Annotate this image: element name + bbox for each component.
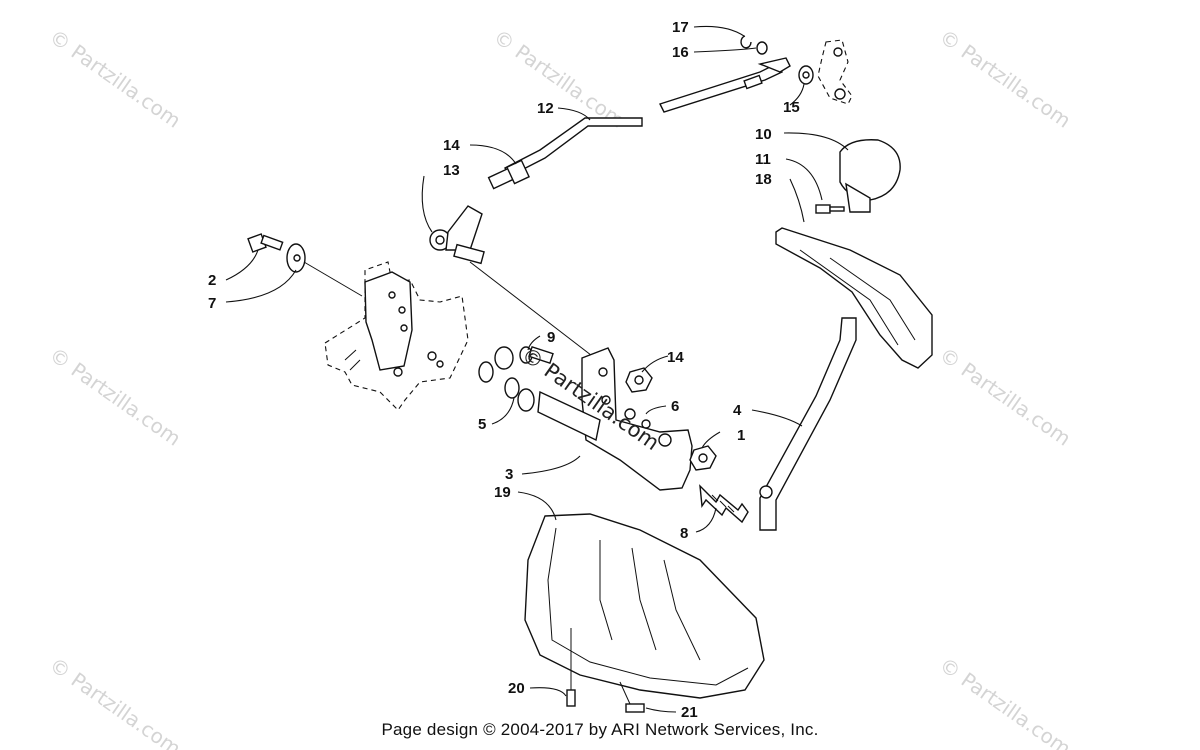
e-clip [740,35,752,49]
frame-bracket [324,261,469,411]
callout-6: 6 [671,398,679,415]
lock-nut [689,445,717,471]
jam-nut [487,159,530,190]
shift-boot [775,227,933,369]
callout-20: 20 [508,680,525,697]
watermark: © Partzilla.com [45,24,185,132]
callout-13: 13 [443,162,460,179]
washer [624,408,651,429]
callout-11: 11 [755,151,771,168]
callout-12: 12 [537,100,554,117]
nut [625,367,653,393]
watermark: © Partzilla.com [935,342,1075,450]
bolt [247,233,284,253]
watermark: © Partzilla.com [489,24,629,132]
callout-19: 19 [494,484,511,501]
shift-lever [759,317,857,531]
leader-lines [225,25,849,713]
o-ring [504,377,535,412]
screw [566,628,576,707]
washer [798,65,814,85]
callout-16: 16 [672,44,689,61]
callout-10: 10 [755,126,772,143]
copyright-footer: Page design © 2004-2017 by ARI Network S… [381,720,819,739]
watermark: © Partzilla.com [935,24,1075,132]
callout-5: 5 [478,416,486,433]
callout-7: 7 [208,295,216,312]
callout-2: 2 [208,272,216,289]
callout-labels: 1 2 3 4 5 6 7 8 9 10 11 12 13 14 14 15 1… [208,19,800,721]
callout-3: 3 [505,466,513,483]
linkage-arm [817,39,853,105]
washer [756,41,768,55]
callout-14-lower: 14 [667,349,684,366]
callout-1: 1 [737,427,745,444]
shift-knob [839,139,901,213]
callout-18: 18 [755,171,772,188]
bolt [519,345,554,365]
rod-end [429,205,485,265]
callout-15: 15 [783,99,800,116]
callout-21: 21 [681,704,698,721]
cover-shroud [524,513,765,699]
callout-14-upper: 14 [443,137,460,154]
screw [619,681,645,713]
washer [286,243,306,273]
screw [815,204,845,214]
spring [699,484,749,524]
callout-4: 4 [733,402,742,419]
watermark: © Partzilla.com [45,342,185,450]
callout-9: 9 [547,329,555,346]
callout-17: 17 [672,19,689,36]
callout-8: 8 [680,525,688,542]
bushing [478,346,514,383]
